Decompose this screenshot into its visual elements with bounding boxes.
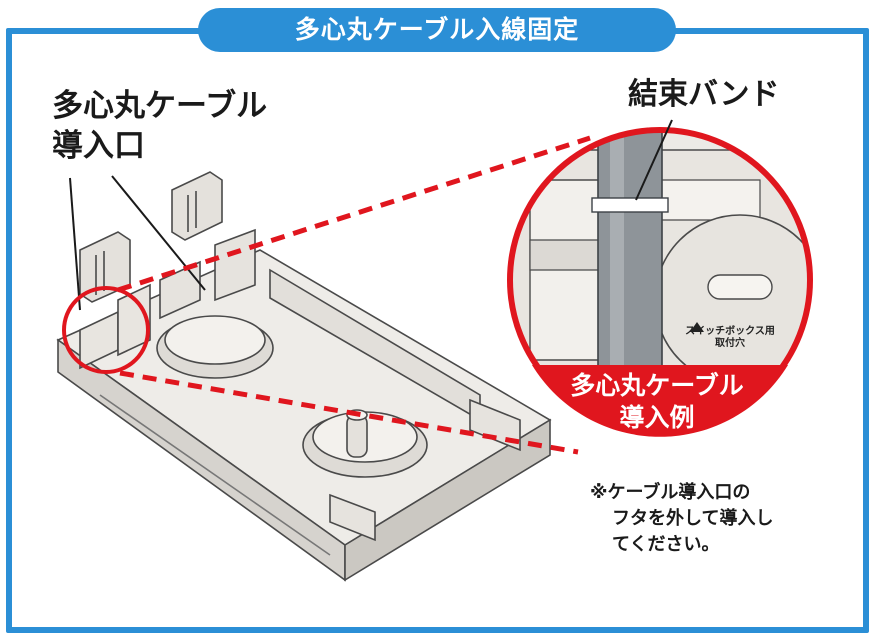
cable-tie <box>591 197 669 213</box>
inlet-cap-right <box>171 171 223 241</box>
example-caption: 多心丸ケーブル 導入例 <box>530 370 784 434</box>
inlet-leader-2 <box>111 175 206 291</box>
note-text: ※ケーブル導入口の フタを外して導入し てください。 <box>590 480 773 558</box>
example-caption-line2: 導入例 <box>619 403 695 432</box>
title-banner: 多心丸ケーブル入線固定 <box>198 8 676 52</box>
switchbox-label-line1: スイッチボックス用 <box>685 326 775 337</box>
example-caption-line1: 多心丸ケーブル <box>570 371 744 400</box>
inlet-label-line1: 多心丸ケーブル <box>52 88 268 124</box>
inset-caption-band <box>532 365 788 437</box>
inlet-label-line2: 導入口 <box>52 128 145 164</box>
switchbox-hole-label: スイッチボックス用 取付穴 <box>670 326 790 350</box>
inlet-label: 多心丸ケーブル 導入口 <box>52 86 267 166</box>
zoom-line-bottom <box>119 370 579 455</box>
note-line1: ※ケーブル導入口の <box>590 482 751 503</box>
note-line2: フタを外して導入し <box>612 508 774 529</box>
band-label: 結束バンド <box>628 77 780 112</box>
zoom-line-top <box>117 135 591 293</box>
inlet-leader-1 <box>69 177 81 311</box>
band-leader <box>635 119 673 201</box>
highlight-circle <box>62 286 150 374</box>
note-line3: てください。 <box>612 534 720 555</box>
wiring-base-unit <box>56 228 552 582</box>
title-text: 多心丸ケーブル入線固定 <box>294 15 580 44</box>
switchbox-label-line2: 取付穴 <box>715 338 745 349</box>
